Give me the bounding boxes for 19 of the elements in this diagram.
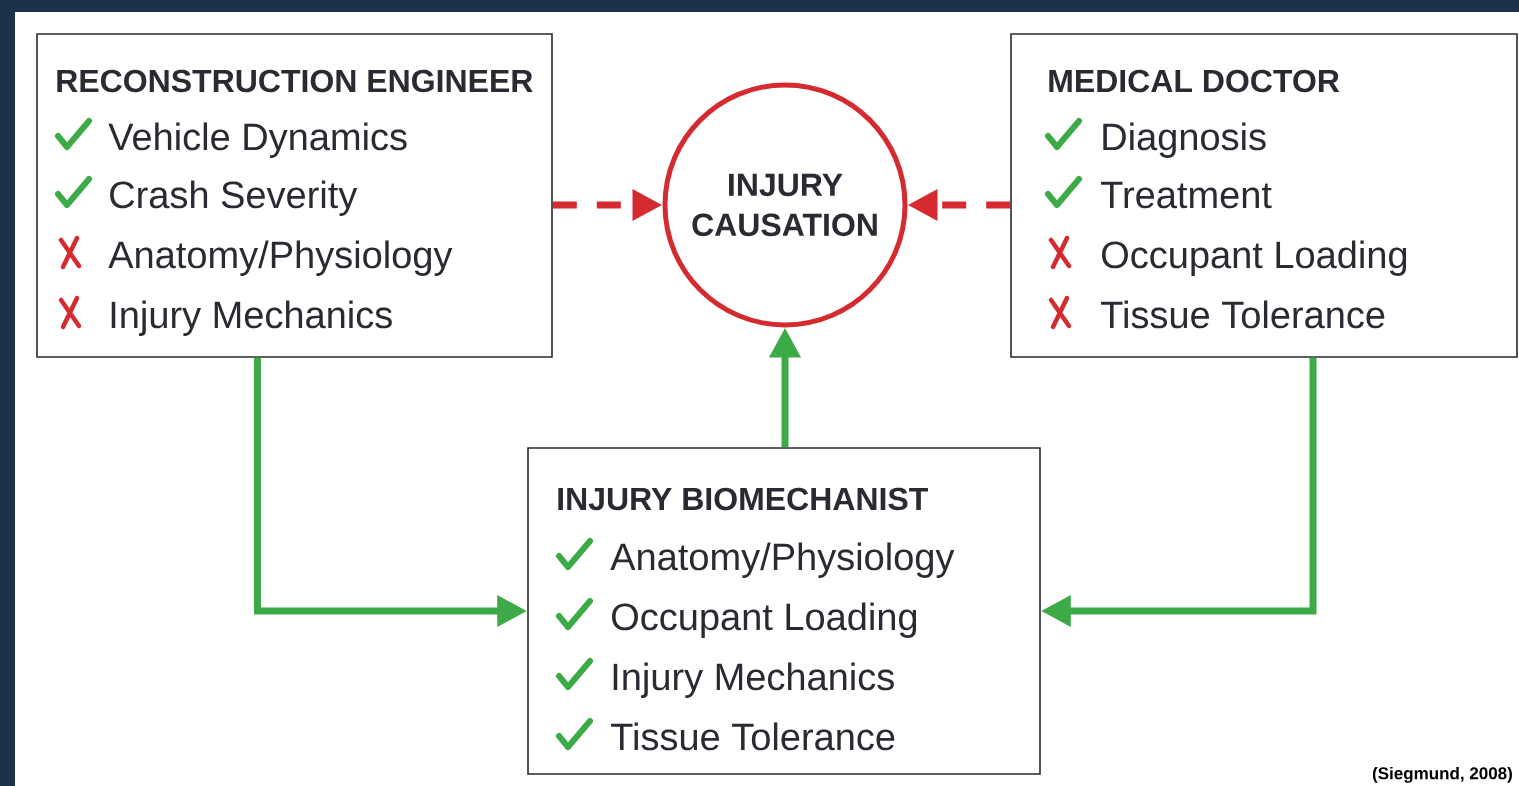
list-item: Tissue Tolerance <box>611 722 895 751</box>
list-item: Injury Mechanics <box>111 300 392 336</box>
text-box <box>1010 33 1518 358</box>
box-heading: RECONSTRUCTION ENGINEER <box>57 69 533 93</box>
text-box <box>36 33 553 358</box>
list-item: Anatomy/Physiology <box>108 240 453 276</box>
list-item: Injury Mechanics <box>613 662 894 698</box>
source-note: (Siegmund, 2008) <box>1372 766 1512 783</box>
list-item: Vehicle Dynamics <box>108 122 407 158</box>
box-heading: MEDICAL DOCTOR <box>1049 69 1340 93</box>
list-item: Anatomy/Physiology <box>610 542 955 578</box>
list-item: Diagnosis <box>1103 122 1266 158</box>
box-heading: INJURY BIOMECHANIST <box>558 487 928 511</box>
text-box <box>527 447 1041 775</box>
list-item: Tissue Tolerance <box>1101 300 1385 329</box>
list-item: Treatment <box>1101 181 1272 209</box>
list-item: Occupant Loading <box>1102 240 1407 276</box>
list-item: Crash Severity <box>110 180 358 216</box>
list-item: Occupant Loading <box>612 602 917 638</box>
